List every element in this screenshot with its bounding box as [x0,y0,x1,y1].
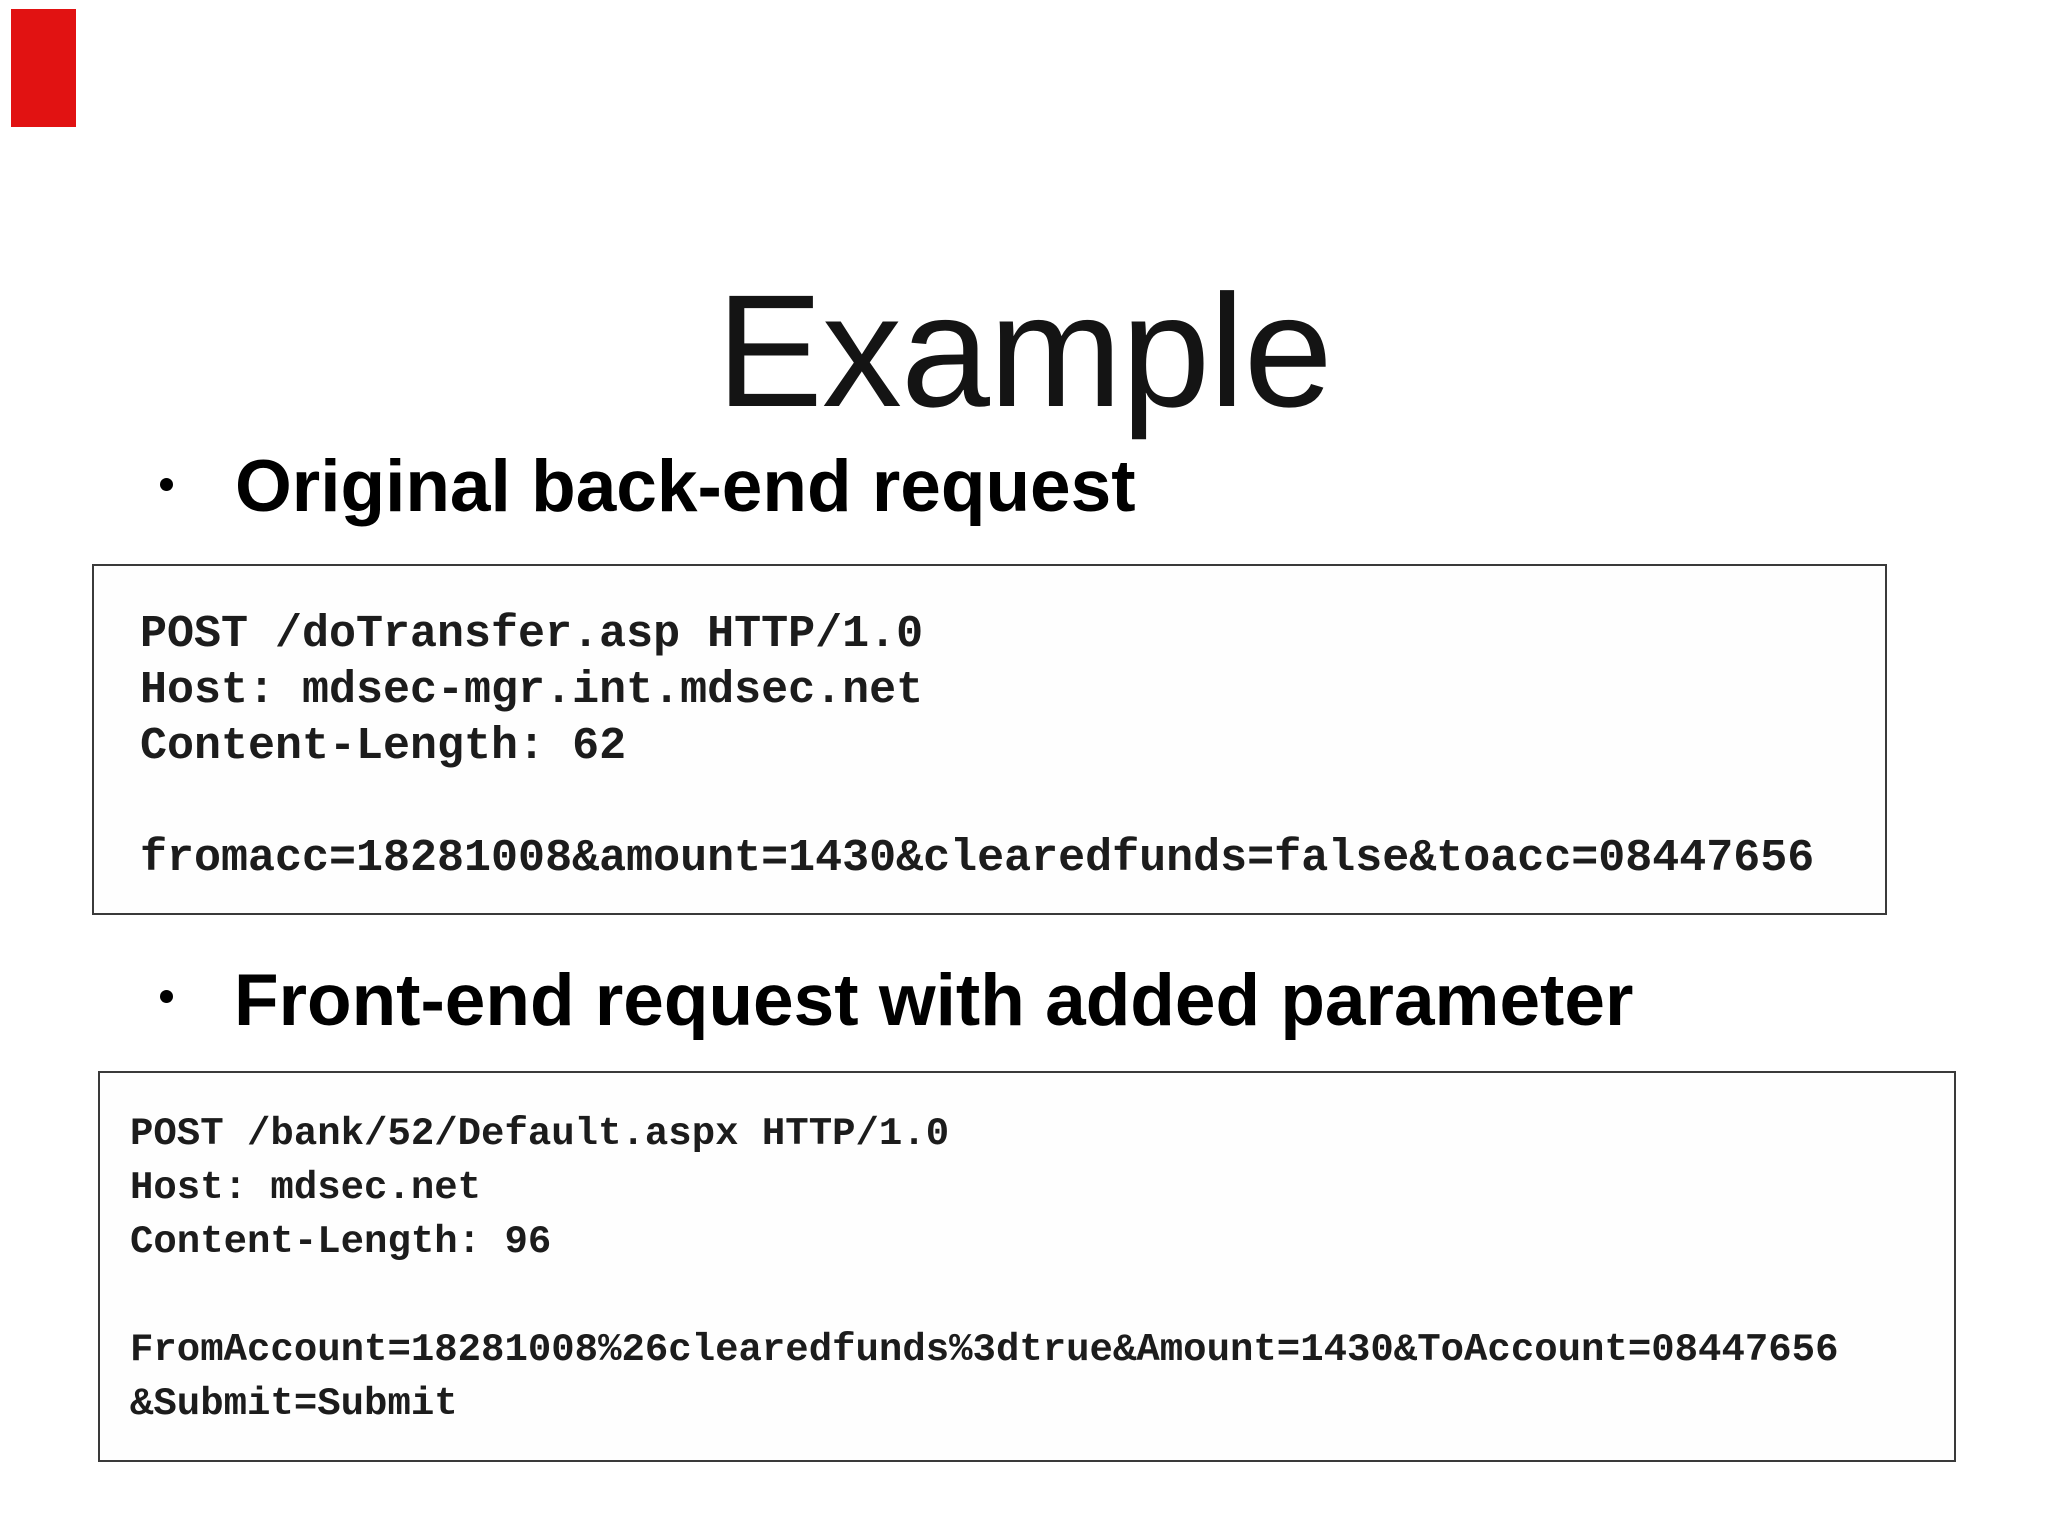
bullet-label-frontend-request: Front-end request with added parameter [234,960,1634,1041]
code-block-frontend-request-added-parameter: POST /bank/52/Default.aspx HTTP/1.0 Host… [98,1071,1956,1462]
slide-title: Example [716,261,1333,441]
code-block-original-backend-request: POST /doTransfer.asp HTTP/1.0 Host: mdse… [92,564,1887,915]
bullet-dot-icon [160,990,173,1003]
annotation-red-box [11,9,76,127]
bullet-dot-icon [160,478,173,491]
bullet-label-original-request: Original back-end request [235,446,1136,527]
